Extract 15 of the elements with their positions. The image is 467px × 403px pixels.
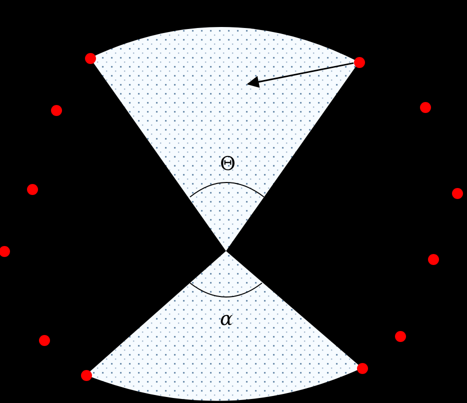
point-marker xyxy=(356,362,368,374)
point-marker xyxy=(26,184,38,194)
arrow xyxy=(246,62,354,88)
point-marker xyxy=(0,246,10,256)
point-marker xyxy=(452,188,462,198)
point-marker xyxy=(394,330,406,342)
point-marker xyxy=(354,56,364,68)
point-marker xyxy=(420,102,430,112)
angle-label: Θ xyxy=(220,154,236,174)
point-marker xyxy=(50,104,62,116)
point-marker xyxy=(84,52,96,64)
point-marker xyxy=(80,370,92,380)
angle-label: α xyxy=(220,309,233,329)
point-marker xyxy=(428,254,438,264)
point-marker xyxy=(38,334,50,346)
